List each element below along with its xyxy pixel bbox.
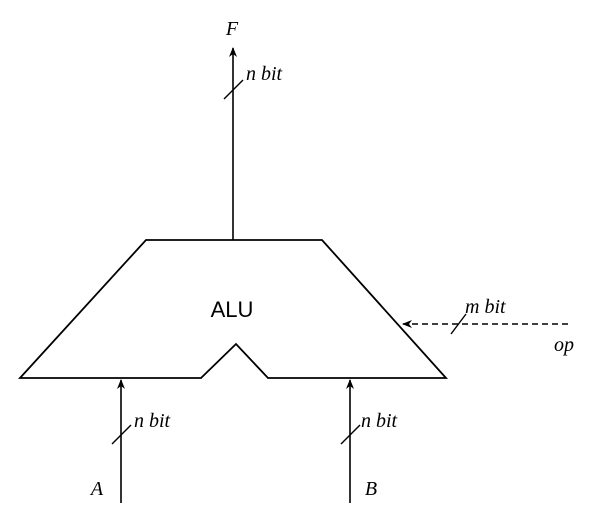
input-a-width-label: n bit xyxy=(134,410,171,432)
output-f-bus-slash xyxy=(223,79,244,100)
input-a-label: A xyxy=(89,478,104,500)
op-control-width-label: m bit xyxy=(465,296,506,318)
input-b-label: B xyxy=(365,478,377,500)
op-control-bus-slash xyxy=(450,313,467,335)
alu-shape xyxy=(17,239,449,379)
output-f-label: F xyxy=(225,18,239,40)
input-b-bus-slash xyxy=(340,424,361,445)
output-f-width-label: n bit xyxy=(246,63,283,85)
op-control-label: op xyxy=(554,334,574,356)
input-a-bus-slash xyxy=(111,424,132,445)
alu-label: ALU xyxy=(211,297,254,322)
input-b-width-label: n bit xyxy=(361,410,398,432)
